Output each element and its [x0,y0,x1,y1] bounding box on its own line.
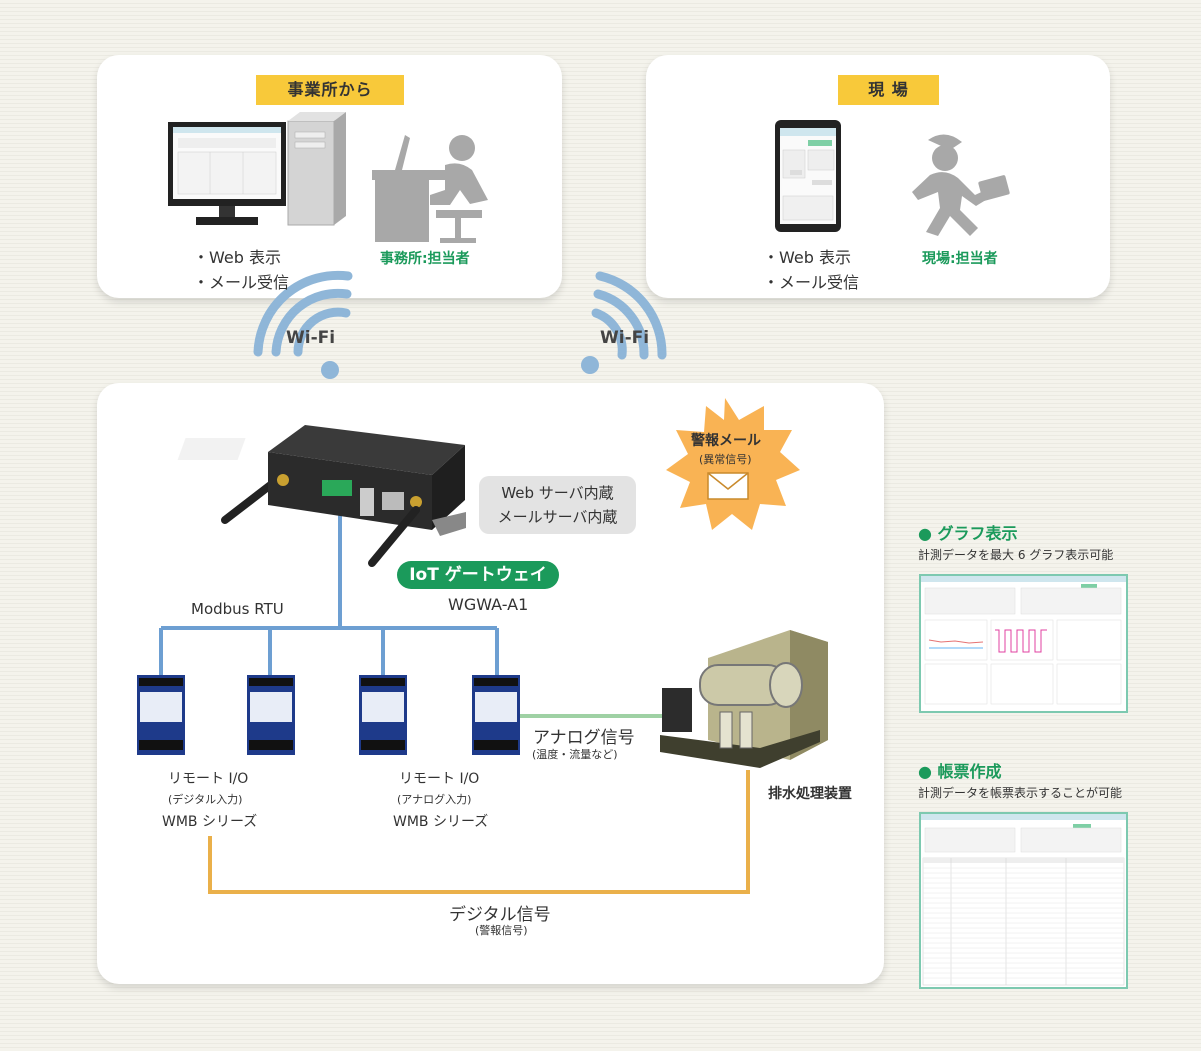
modbus-bus [159,512,499,680]
modbus-label: Modbus RTU [191,600,284,618]
wifi-label-left: Wi-Fi [286,328,336,348]
remote-io-module-4-icon [472,675,520,755]
digital-signal-line [208,770,750,894]
server-line-web: Web サーバ内蔵 [501,484,614,502]
office-person-label: 事務所:担当者 [380,251,470,267]
field-worker-icon [912,134,1010,236]
remote-io-module-3-icon [359,675,407,755]
graph-feature-title-text: グラフ表示 [937,524,1018,543]
server-line-mail: メールサーバ内蔵 [497,508,618,526]
gateway-device-icon [177,425,466,567]
desktop-pc-icon [168,112,346,226]
graph-thumbnail-drawing [921,576,1126,705]
office-worker-icon [372,135,488,243]
report-screenshot-thumbnail [919,812,1128,989]
gateway-name-pill: IoT ゲートウェイ [397,561,559,589]
envelope-icon [707,472,749,500]
field-item-mail: ・メール受信 [763,273,860,292]
field-item-web: ・Web 表示 [763,248,851,267]
remote-io-module-2-icon [247,675,295,755]
wifi-icon-left [253,270,353,379]
alarm-burst-icon [666,398,800,530]
remote-digital-line2: (デジタル入力) [168,793,243,806]
equipment-label: 排水処理装置 [768,786,852,802]
report-feature-title: ● 帳票作成 [918,762,1002,781]
office-item-mail: ・メール受信 [193,273,290,292]
remote-digital-line1: リモート I/O [168,771,249,787]
field-person-label: 現場:担当者 [922,251,998,267]
remote-digital-line3: WMB シリーズ [162,814,258,830]
analog-signal-subtitle: (温度・流量など) [532,748,618,761]
alarm-title: 警報メール [691,433,761,449]
wifi-icon-right [581,271,667,374]
graph-screenshot-thumbnail [919,574,1128,713]
wifi-label-right: Wi-Fi [600,328,650,348]
wastewater-equipment-icon [660,630,828,768]
server-info-box: Web サーバ内蔵 メールサーバ内蔵 [479,476,636,534]
smartphone-icon [775,120,841,232]
graph-feature-desc: 計測データを最大 6 グラフ表示可能 [918,548,1114,562]
report-feature-desc: 計測データを帳票表示することが可能 [918,786,1123,800]
office-item-web: ・Web 表示 [193,248,281,267]
digital-signal-subtitle: (警報信号) [475,924,528,937]
office-tag: 事業所から [256,75,404,105]
report-feature-title-text: 帳票作成 [937,762,1002,781]
remote-analog-line3: WMB シリーズ [393,814,489,830]
graph-feature-title: ● グラフ表示 [918,524,1018,543]
remote-analog-line1: リモート I/O [399,771,480,787]
digital-signal-title: デジタル信号 [449,905,551,925]
analog-signal-title: アナログ信号 [533,728,635,748]
alarm-subtitle: (異常信号) [699,453,752,466]
field-tag: 現 場 [838,75,939,105]
remote-io-module-1-icon [137,675,185,755]
remote-analog-line2: (アナログ入力) [397,793,472,806]
gateway-model: WGWA-A1 [448,595,529,614]
report-thumbnail-drawing [921,814,1126,986]
